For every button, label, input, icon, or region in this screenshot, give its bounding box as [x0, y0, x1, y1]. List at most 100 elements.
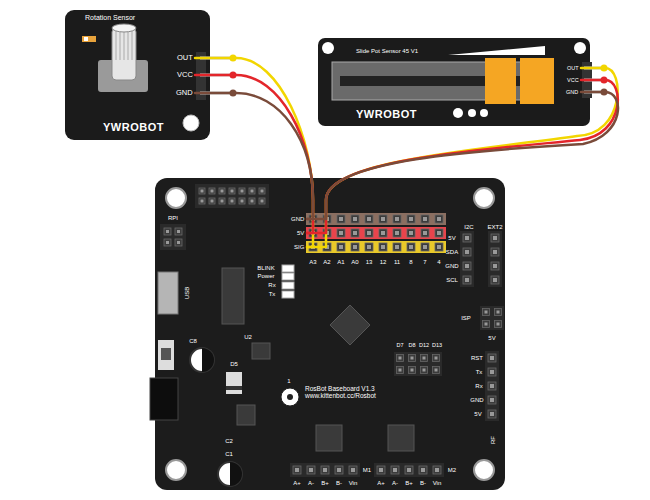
board-label: A3 — [309, 259, 316, 266]
board-label: RST — [471, 355, 483, 362]
board-label: 13 — [366, 259, 373, 266]
header-pins — [290, 463, 360, 477]
pin-label: GND — [291, 216, 306, 223]
board-label: B+ — [405, 480, 413, 487]
pin-label: SIG — [294, 244, 306, 251]
board-label: D8 — [408, 342, 415, 348]
scale-triangle — [448, 46, 545, 55]
led — [282, 282, 294, 289]
board-label: C2 — [225, 438, 233, 445]
shaft-top — [112, 24, 136, 32]
pin-header — [195, 184, 269, 208]
logo-icon — [480, 109, 488, 117]
capacitor-mark — [202, 348, 214, 372]
smd-part — [237, 405, 255, 425]
header-pins — [197, 186, 267, 206]
board-label: GND — [470, 397, 483, 404]
jumper-wire — [307, 92, 618, 219]
board-label: B- — [336, 480, 342, 487]
board-label: BLINK — [257, 265, 274, 272]
board-label: RF — [490, 436, 497, 444]
board-label: B- — [420, 480, 426, 487]
board-label: D12 — [419, 342, 429, 348]
module-pcb — [65, 10, 210, 140]
pin-name: OUT — [177, 54, 194, 62]
board-label: Rx — [475, 383, 482, 390]
jumper-wire — [195, 58, 313, 247]
pin-name: 5V — [297, 230, 306, 237]
resistor — [82, 36, 96, 42]
pin-label: OUT — [567, 65, 580, 72]
mounting-hole — [183, 115, 199, 131]
slider-knob — [485, 58, 516, 104]
board-label: 11 — [394, 259, 400, 266]
pin-label: GND — [176, 89, 194, 98]
pin-label: OUT — [177, 54, 194, 63]
header-pins — [460, 231, 474, 287]
pin-name: VCC — [177, 71, 194, 79]
logo-icon — [468, 109, 476, 117]
board-label: B+ — [321, 480, 329, 487]
board-label: M1 — [363, 467, 371, 474]
pin-header — [480, 306, 504, 330]
board-label: C8 — [189, 338, 197, 345]
capacitor — [190, 348, 214, 372]
module-title: Slide Pot Sensor 45 V1 — [356, 48, 418, 55]
resistor-cap — [84, 37, 88, 41]
pot-shaft — [112, 28, 136, 80]
pin-name: OUT — [567, 65, 580, 71]
module-title: Rotation Sensor — [85, 14, 135, 22]
board-label: M2 — [448, 467, 456, 474]
pin-name: GND — [566, 89, 580, 95]
board-label: 5V — [474, 411, 481, 418]
board-label: ISP — [461, 315, 471, 322]
pin-label: VCC — [567, 77, 580, 84]
board-label: D13 — [432, 342, 442, 348]
board-label: U2 — [244, 334, 252, 341]
header-pins — [394, 352, 442, 376]
controller-board: RosBot Baseboard V1.3 www.kittenbot.cc/R… — [155, 178, 505, 490]
pin-header — [485, 351, 499, 421]
logo-icon — [453, 108, 463, 118]
capacitor-mark — [230, 462, 242, 486]
module-pcb — [318, 38, 590, 126]
board-label: C1 — [225, 451, 233, 458]
motor-driver — [388, 425, 414, 451]
header-pins — [162, 226, 184, 248]
board-label: Rx — [268, 282, 275, 289]
ic-chip — [222, 268, 244, 324]
slider-knob — [520, 58, 554, 104]
pin-header — [394, 352, 442, 376]
board-label: Tx — [476, 369, 483, 376]
board-label: GND — [445, 263, 458, 270]
board-label: EXT2 — [487, 224, 502, 231]
brand-logo: YWROBOT — [103, 121, 164, 133]
regulator — [252, 343, 270, 359]
diode — [226, 372, 242, 394]
board-label: RPI — [168, 215, 178, 222]
board-label: Vin — [349, 480, 358, 487]
pin-name: VCC — [567, 77, 580, 83]
pin-header — [160, 224, 186, 250]
header-pins — [488, 231, 502, 287]
board-label: D7 — [396, 342, 403, 348]
header-pins — [374, 463, 444, 477]
pin-name: GND — [176, 89, 194, 97]
mounting-hole — [322, 42, 334, 54]
board-name: RosBot Baseboard V1.3 www.kittenbot.cc/R… — [305, 385, 400, 399]
board-label: Tx — [269, 291, 276, 298]
pin-label: GND — [566, 89, 580, 96]
board-label: Vin — [433, 480, 442, 487]
mounting-hole — [474, 460, 494, 480]
buzzer-center — [287, 394, 293, 400]
board-label: SDA — [446, 249, 458, 256]
board-label: A- — [308, 480, 314, 487]
board-label: A0 — [351, 259, 358, 266]
board-label: USB — [184, 287, 191, 299]
pin-header — [290, 463, 360, 477]
pin-header — [488, 231, 502, 287]
header-pins — [480, 306, 504, 330]
power-jack — [150, 378, 178, 420]
